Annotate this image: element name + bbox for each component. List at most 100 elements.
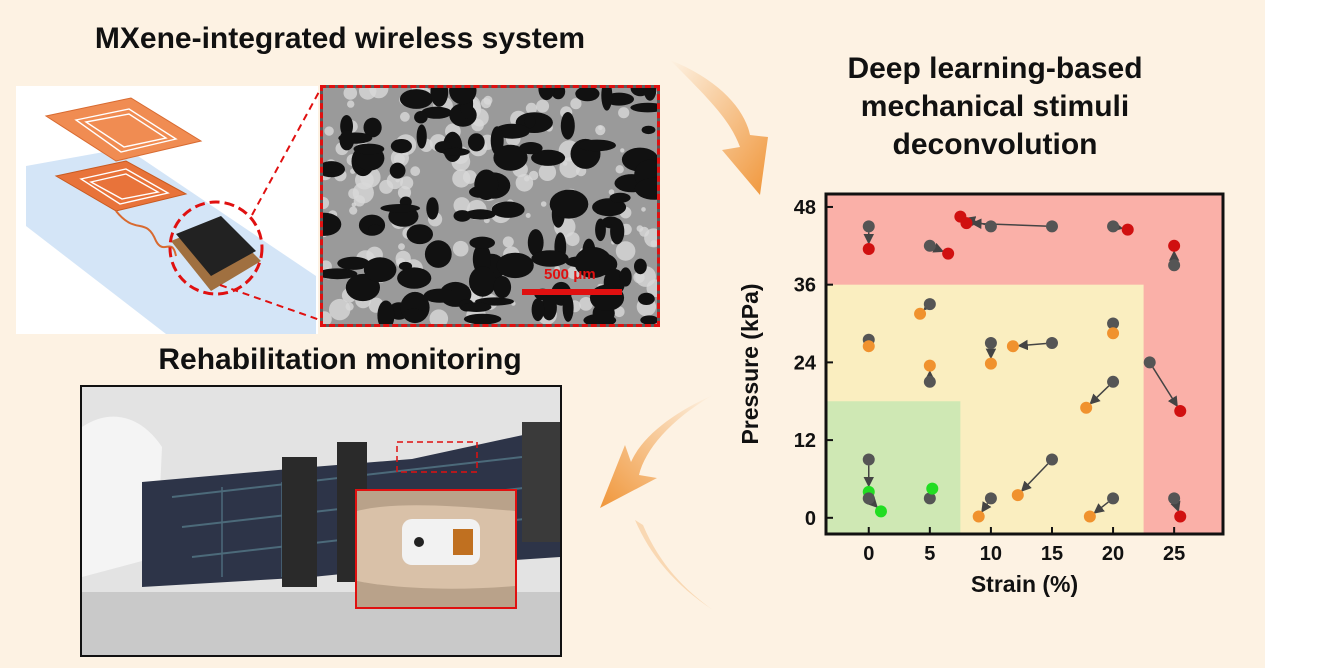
sem-highlight (359, 88, 377, 100)
sem-pore (323, 212, 342, 236)
sem-pore (339, 130, 355, 151)
predicted-point-green (874, 505, 887, 518)
sem-pore (491, 201, 525, 218)
y-axis-label: Pressure (kPa) (737, 283, 763, 444)
predicted-point-red (1174, 510, 1187, 523)
transition-arrow (1170, 500, 1181, 513)
source-point (1045, 453, 1058, 466)
source-point (1045, 220, 1058, 233)
sem-pore (610, 218, 625, 245)
transition-arrow (1093, 501, 1109, 514)
sem-highlight (613, 306, 625, 318)
sem-highlight (324, 126, 334, 136)
sem-pore (531, 149, 566, 166)
sem-highlight (641, 207, 646, 212)
predicted-point-orange (1083, 510, 1096, 523)
device-illustration-icon (26, 97, 316, 334)
predicted-point-orange (862, 340, 875, 353)
sensor-patch-icon (357, 505, 515, 589)
sem-highlight (393, 153, 405, 165)
sem-pore (549, 189, 589, 219)
sem-pore (461, 302, 492, 312)
sem-highlight (650, 240, 657, 247)
source-point (923, 239, 936, 252)
transition-arrow (866, 496, 878, 509)
source-point (984, 336, 997, 349)
predicted-point-red (1121, 223, 1134, 236)
y-tick-label: 24 (794, 352, 817, 374)
scale-bar-label: 500 μm (544, 266, 596, 283)
sem-pore (399, 89, 433, 109)
sem-pore (424, 240, 452, 268)
sem-highlight (554, 265, 560, 272)
sem-highlight (536, 99, 550, 113)
sem-highlight (595, 125, 606, 136)
sem-pore (449, 88, 477, 105)
sem-pore (337, 256, 370, 270)
source-point (923, 298, 936, 311)
sem-pore (406, 224, 433, 245)
rehabilitation-title: Rehabilitation monitoring (158, 343, 522, 376)
sem-pore (634, 177, 657, 200)
transition-arrow (923, 299, 935, 311)
x-tick-label: 5 (924, 543, 935, 565)
sem-highlight (345, 302, 354, 311)
predicted-point-orange (1080, 401, 1093, 414)
curved-arrow-left-icon (600, 395, 713, 610)
source-point (1107, 220, 1120, 233)
deep-learning-title: Deep learning-based mechanical stimuli d… (790, 50, 1200, 164)
source-point (862, 492, 875, 505)
sem-pore (323, 164, 343, 173)
sem-pore (474, 169, 499, 201)
sem-highlight (398, 243, 405, 251)
source-point (984, 220, 997, 233)
sem-highlight (329, 298, 351, 321)
predicted-point-red (862, 243, 875, 256)
sem-highlight (502, 236, 514, 248)
sem-pore (592, 198, 627, 217)
source-point (1168, 259, 1181, 272)
rehabilitation-photo (80, 385, 562, 657)
sem-highlight (538, 163, 557, 181)
sem-pore (414, 111, 428, 124)
sem-pore (469, 236, 495, 249)
predicted-point-orange (1011, 489, 1024, 502)
sem-highlight (452, 240, 469, 257)
sem-highlight (452, 169, 471, 188)
source-point (862, 220, 875, 233)
sem-pore (353, 143, 385, 155)
y-tick-label: 12 (794, 430, 816, 452)
wireless-system-title: MXene-integrated wireless system (94, 22, 586, 55)
sem-pore (524, 115, 536, 129)
sem-pore (363, 117, 382, 138)
sem-highlight (471, 118, 484, 132)
predicted-point-orange (923, 359, 936, 372)
sem-highlight (400, 111, 410, 122)
predicted-point-orange (1006, 340, 1019, 353)
source-point (984, 492, 997, 505)
transition-arrow (970, 218, 1047, 229)
sem-pore (490, 126, 504, 156)
sem-highlight (528, 170, 539, 181)
sem-pore (465, 209, 496, 220)
sem-pore (531, 298, 545, 322)
sem-highlight (323, 196, 330, 210)
sem-pore (538, 88, 555, 101)
predicted-point-red (960, 217, 973, 230)
sem-pore (575, 88, 600, 102)
sem-highlight (562, 161, 568, 166)
source-point (1107, 317, 1120, 330)
predicted-point-orange (984, 357, 997, 370)
transition-arrow (1152, 367, 1178, 408)
sem-highlight (395, 177, 400, 183)
source-point (862, 453, 875, 466)
transition-arrow (932, 242, 945, 253)
sem-highlight (525, 102, 537, 114)
source-point (1143, 356, 1156, 369)
sem-pore (496, 252, 534, 279)
predicted-point-orange (972, 510, 985, 523)
scale-bar (522, 289, 622, 295)
x-tick-label: 15 (1041, 543, 1063, 565)
y-tick-label: 48 (794, 197, 816, 219)
transition-arrow (1111, 221, 1124, 232)
